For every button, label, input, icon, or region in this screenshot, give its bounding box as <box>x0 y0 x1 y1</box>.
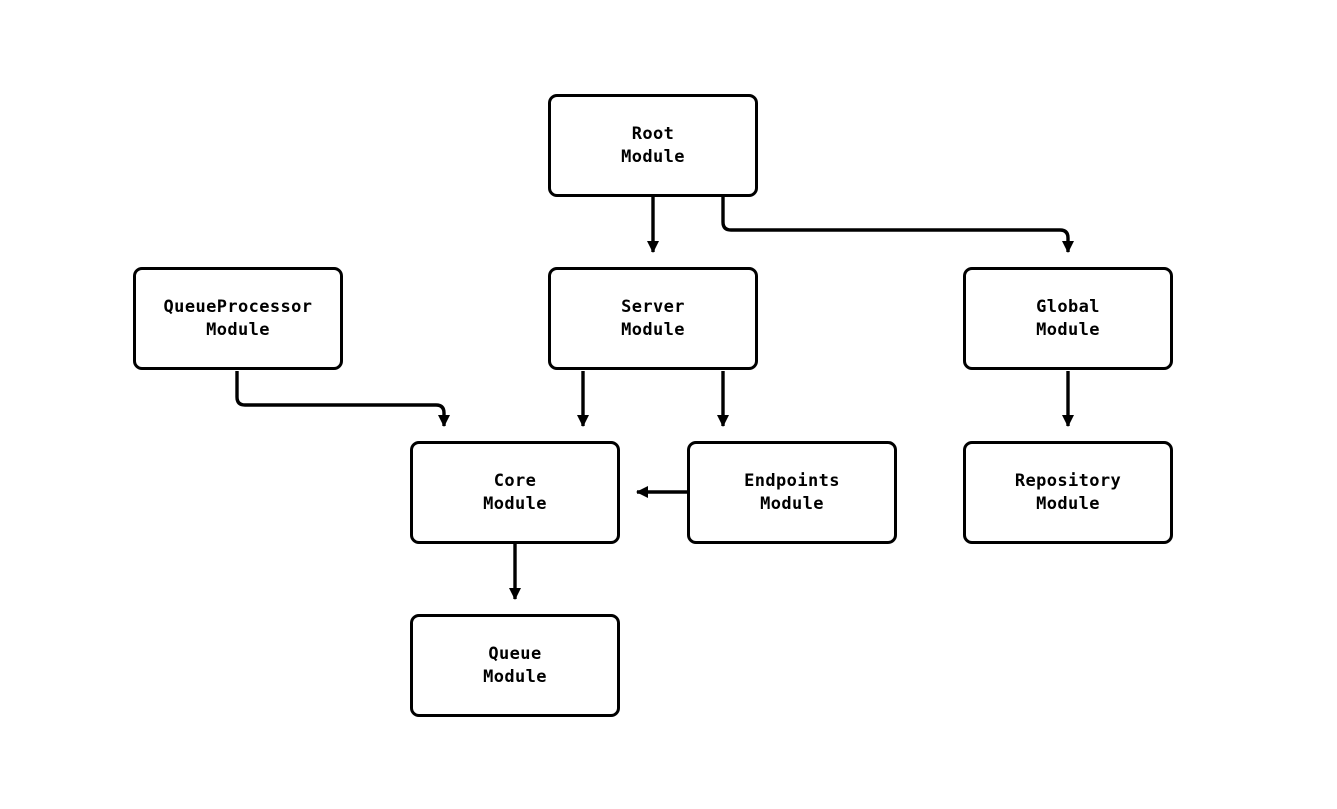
node-label-suffix: Module <box>760 493 824 514</box>
edge-queueprocessor-to-core <box>235 371 450 427</box>
node-label-name: QueueProcessor <box>163 296 313 317</box>
node-label-name: Server <box>621 296 685 317</box>
node-label-name: Global <box>1036 296 1100 317</box>
node-label-suffix: Module <box>621 146 685 167</box>
node-label-suffix: Module <box>483 666 547 687</box>
node-label-name: Endpoints <box>744 470 840 491</box>
node-label-suffix: Module <box>483 493 547 514</box>
node-label-suffix: Module <box>1036 319 1100 340</box>
node-label-name: Core <box>493 470 537 491</box>
node-label-suffix: Module <box>1036 493 1100 514</box>
node-label-name: Queue <box>488 643 542 664</box>
node-label-suffix: Module <box>206 319 270 340</box>
node-label-suffix: Module <box>621 319 685 340</box>
edge-root-to-global <box>721 197 1074 253</box>
node-label-name: Repository <box>1014 470 1122 491</box>
node-label-name: Root <box>631 123 675 144</box>
